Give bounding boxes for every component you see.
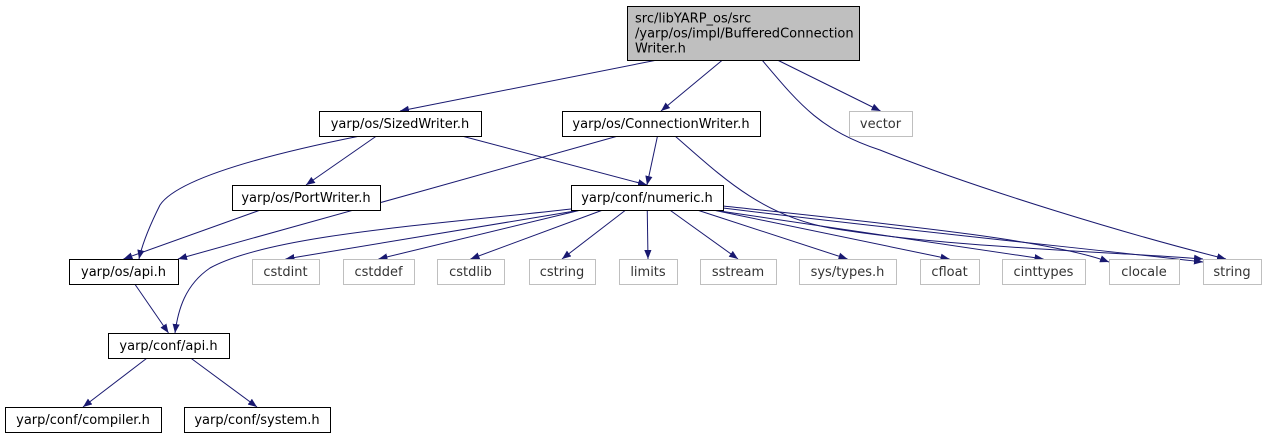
edge-connectionwriter-to-osapi — [177, 135, 619, 261]
node-label-portwriter: yarp/os/PortWriter.h — [241, 191, 370, 206]
node-label-clocale: clocale — [1121, 265, 1166, 280]
node-box-string — [1203, 259, 1262, 285]
edge-numeric-to-sstream — [669, 209, 739, 260]
node-clocale: clocale — [1109, 259, 1180, 285]
edge-numeric-to-cstdint — [285, 209, 582, 262]
edge-numeric-to-cstring — [561, 209, 627, 260]
node-osapi[interactable]: yarp/os/api.h — [69, 259, 179, 285]
node-cstddef: cstddef — [343, 259, 415, 285]
node-label-systypes: sys/types.h — [811, 265, 885, 280]
node-label-limits: limits — [630, 265, 666, 280]
node-box-limits — [619, 259, 678, 285]
edge-sizedwriter-to-osapi — [137, 135, 361, 260]
node-box-system — [184, 407, 331, 433]
node-vector: vector — [849, 111, 913, 137]
node-box-compiler — [5, 407, 162, 433]
node-box-sstream — [700, 259, 777, 285]
node-connectionwriter[interactable]: yarp/os/ConnectionWriter.h — [562, 111, 761, 137]
node-label-root-line-2: Writer.h — [635, 42, 686, 57]
edge-osapi-to-confapi — [134, 283, 169, 334]
edge-numeric-to-cfloat — [712, 209, 950, 261]
node-confapi[interactable]: yarp/conf/api.h — [108, 333, 230, 359]
node-box-numeric — [571, 185, 724, 211]
edge-connectionwriter-to-numeric — [645, 135, 658, 186]
edges-layer — [82, 59, 1227, 408]
node-limits: limits — [619, 259, 678, 285]
edge-sizedwriter-to-portwriter — [305, 135, 377, 186]
node-box-sizedwriter — [319, 111, 482, 137]
edge-root-to-sizedwriter — [399, 59, 658, 113]
edge-sizedwriter-to-numeric — [461, 135, 648, 187]
node-label-vector: vector — [860, 117, 902, 132]
node-box-cfloat — [920, 259, 980, 285]
nodes-layer: src/libYARP_os/src/yarp/os/impl/Buffered… — [5, 6, 1262, 433]
node-box-cstring — [529, 259, 596, 285]
edge-numeric-to-limits — [644, 209, 652, 260]
node-label-system: yarp/conf/system.h — [194, 413, 319, 428]
edge-root-to-string — [761, 59, 1227, 261]
edge-numeric-to-cstdlib — [470, 209, 604, 260]
edge-numeric-to-systypes — [696, 209, 848, 260]
node-label-string: string — [1213, 265, 1250, 280]
node-cstdlib: cstdlib — [437, 259, 505, 285]
edge-confapi-to-system — [190, 357, 258, 408]
edge-numeric-to-confapi — [172, 208, 572, 334]
node-box-connectionwriter — [562, 111, 761, 137]
node-box-osapi — [69, 259, 179, 285]
node-box-portwriter — [232, 185, 381, 211]
node-label-cstdlib: cstdlib — [449, 265, 492, 280]
node-sstream: sstream — [700, 259, 777, 285]
node-cfloat: cfloat — [920, 259, 980, 285]
node-system[interactable]: yarp/conf/system.h — [184, 407, 331, 433]
node-box-cstddef — [343, 259, 415, 285]
node-cstdint: cstdint — [252, 259, 320, 285]
node-portwriter[interactable]: yarp/os/PortWriter.h — [232, 185, 381, 211]
edge-confapi-to-compiler — [82, 357, 148, 408]
edge-numeric-to-string — [722, 207, 1204, 265]
node-root[interactable]: src/libYARP_os/src/yarp/os/impl/Buffered… — [627, 6, 860, 61]
edge-portwriter-to-osapi — [123, 209, 261, 260]
node-box-cstdlib — [437, 259, 505, 285]
node-cstring: cstring — [529, 259, 596, 285]
node-label-root-line-1: /yarp/os/impl/BufferedConnection — [635, 27, 854, 42]
edge-root-to-connectionwriter — [660, 59, 723, 112]
node-box-systypes — [799, 259, 897, 285]
node-label-cstdint: cstdint — [263, 265, 307, 280]
node-box-confapi — [108, 333, 230, 359]
edge-numeric-to-cinttypes — [712, 209, 1044, 262]
node-label-cinttypes: cinttypes — [1014, 265, 1074, 280]
edge-root-to-vector — [777, 59, 881, 112]
node-label-root-line-0: src/libYARP_os/src — [635, 12, 751, 27]
node-label-osapi: yarp/os/api.h — [81, 265, 166, 280]
node-label-numeric: yarp/conf/numeric.h — [581, 191, 713, 206]
node-box-vector — [849, 111, 913, 137]
node-box-clocale — [1109, 259, 1180, 285]
node-label-compiler: yarp/conf/compiler.h — [16, 413, 150, 428]
node-compiler[interactable]: yarp/conf/compiler.h — [5, 407, 162, 433]
edge-connectionwriter-to-string — [674, 135, 1204, 262]
node-label-sstream: sstream — [712, 265, 764, 280]
node-cinttypes: cinttypes — [1002, 259, 1086, 285]
edge-numeric-to-clocale — [722, 205, 1110, 263]
node-label-cfloat: cfloat — [931, 265, 967, 280]
node-label-confapi: yarp/conf/api.h — [119, 339, 217, 354]
node-label-cstring: cstring — [540, 265, 584, 280]
node-sizedwriter[interactable]: yarp/os/SizedWriter.h — [319, 111, 482, 137]
node-systypes: sys/types.h — [799, 259, 897, 285]
node-label-sizedwriter: yarp/os/SizedWriter.h — [331, 117, 470, 132]
node-label-connectionwriter: yarp/os/ConnectionWriter.h — [572, 117, 749, 132]
node-string: string — [1203, 259, 1262, 285]
edge-numeric-to-cstddef — [378, 209, 582, 261]
node-box-root — [627, 6, 860, 61]
node-label-cstddef: cstddef — [354, 265, 403, 280]
node-box-cstdint — [252, 259, 320, 285]
node-numeric[interactable]: yarp/conf/numeric.h — [571, 185, 724, 211]
node-box-cinttypes — [1002, 259, 1086, 285]
